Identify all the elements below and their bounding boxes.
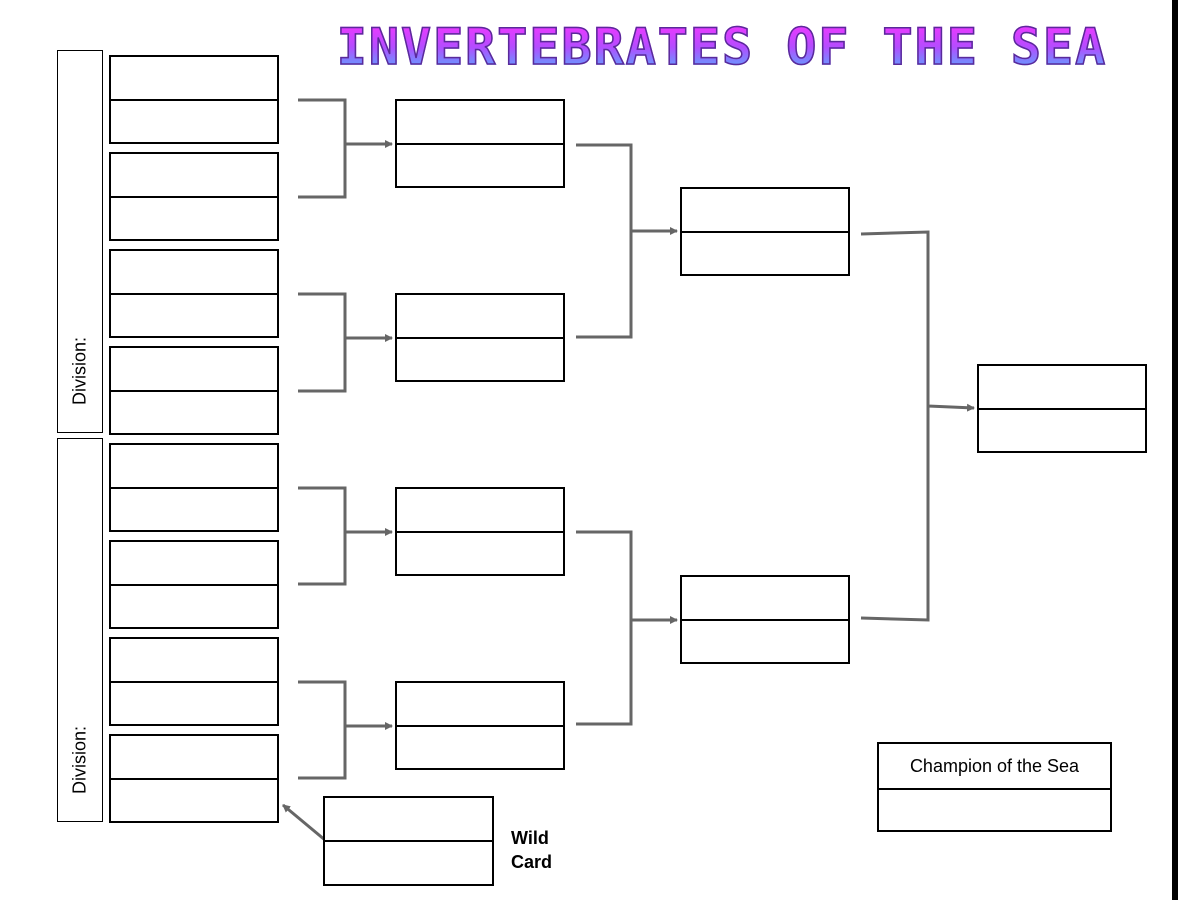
round3-matchup-1[interactable] — [680, 187, 850, 276]
round1-matchup-8[interactable] — [109, 734, 279, 823]
connector-wild-card — [282, 803, 326, 842]
round1-matchup-2[interactable] — [109, 152, 279, 241]
connector-r1-4 — [298, 680, 392, 780]
connector-r1-2 — [298, 292, 392, 393]
division-label-bottom: Division: — [57, 438, 103, 822]
round1-matchup-5[interactable] — [109, 443, 279, 532]
final-matchup[interactable] — [977, 364, 1147, 453]
round2-matchup-3[interactable] — [395, 487, 565, 576]
round1-matchup-1[interactable] — [109, 55, 279, 144]
round2-matchup-1[interactable] — [395, 99, 565, 188]
connector-r3 — [860, 230, 974, 622]
wild-card-matchup[interactable] — [323, 796, 494, 886]
division-label-top: Division: — [57, 50, 103, 433]
connector-r1-3 — [298, 486, 392, 586]
round2-matchup-4[interactable] — [395, 681, 565, 770]
wild-card-label: Wild Card — [511, 828, 553, 872]
bracket-title: Invertebrates of the Sea — [292, 17, 1152, 77]
round1-matchup-6[interactable] — [109, 540, 279, 629]
champion-label: Champion of the Sea — [879, 744, 1110, 790]
round1-matchup-4[interactable] — [109, 346, 279, 435]
round1-matchup-7[interactable] — [109, 637, 279, 726]
champion-box[interactable]: Champion of the Sea — [877, 742, 1112, 832]
connector-r1-1 — [298, 98, 392, 199]
connector-r2-2 — [576, 530, 677, 726]
connector-r2-1 — [576, 143, 677, 339]
page-border — [1172, 0, 1178, 900]
division-label-text: Division: — [69, 336, 90, 405]
round2-matchup-2[interactable] — [395, 293, 565, 382]
round1-matchup-3[interactable] — [109, 249, 279, 338]
round3-matchup-2[interactable] — [680, 575, 850, 664]
division-label-text: Division: — [69, 725, 90, 794]
